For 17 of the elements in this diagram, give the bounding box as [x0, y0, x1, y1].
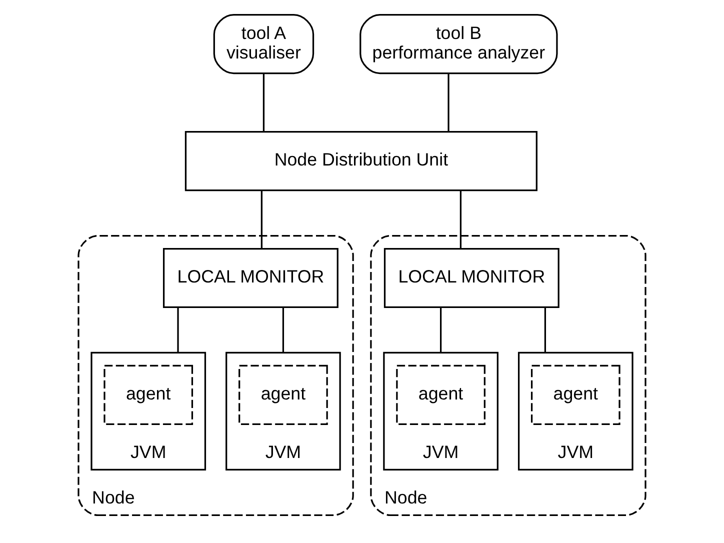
node-box: Node Distribution Unit [184, 130, 538, 192]
connector [262, 74, 265, 132]
node-box: agent [396, 364, 486, 426]
node-box: agent [104, 364, 194, 426]
connector [440, 308, 442, 353]
connector [177, 308, 179, 353]
node-box: tool B performance analyzer [360, 14, 558, 74]
connector [260, 190, 262, 248]
node-box: tool A visualiser [213, 14, 314, 74]
connector [448, 74, 450, 132]
connector [544, 308, 546, 353]
node-box: LOCAL MONITOR [162, 248, 338, 308]
node-box: LOCAL MONITOR [384, 248, 560, 308]
connector [282, 308, 284, 353]
connector [460, 190, 462, 248]
node-box: agent [530, 364, 620, 426]
node-box: agent [238, 364, 328, 426]
